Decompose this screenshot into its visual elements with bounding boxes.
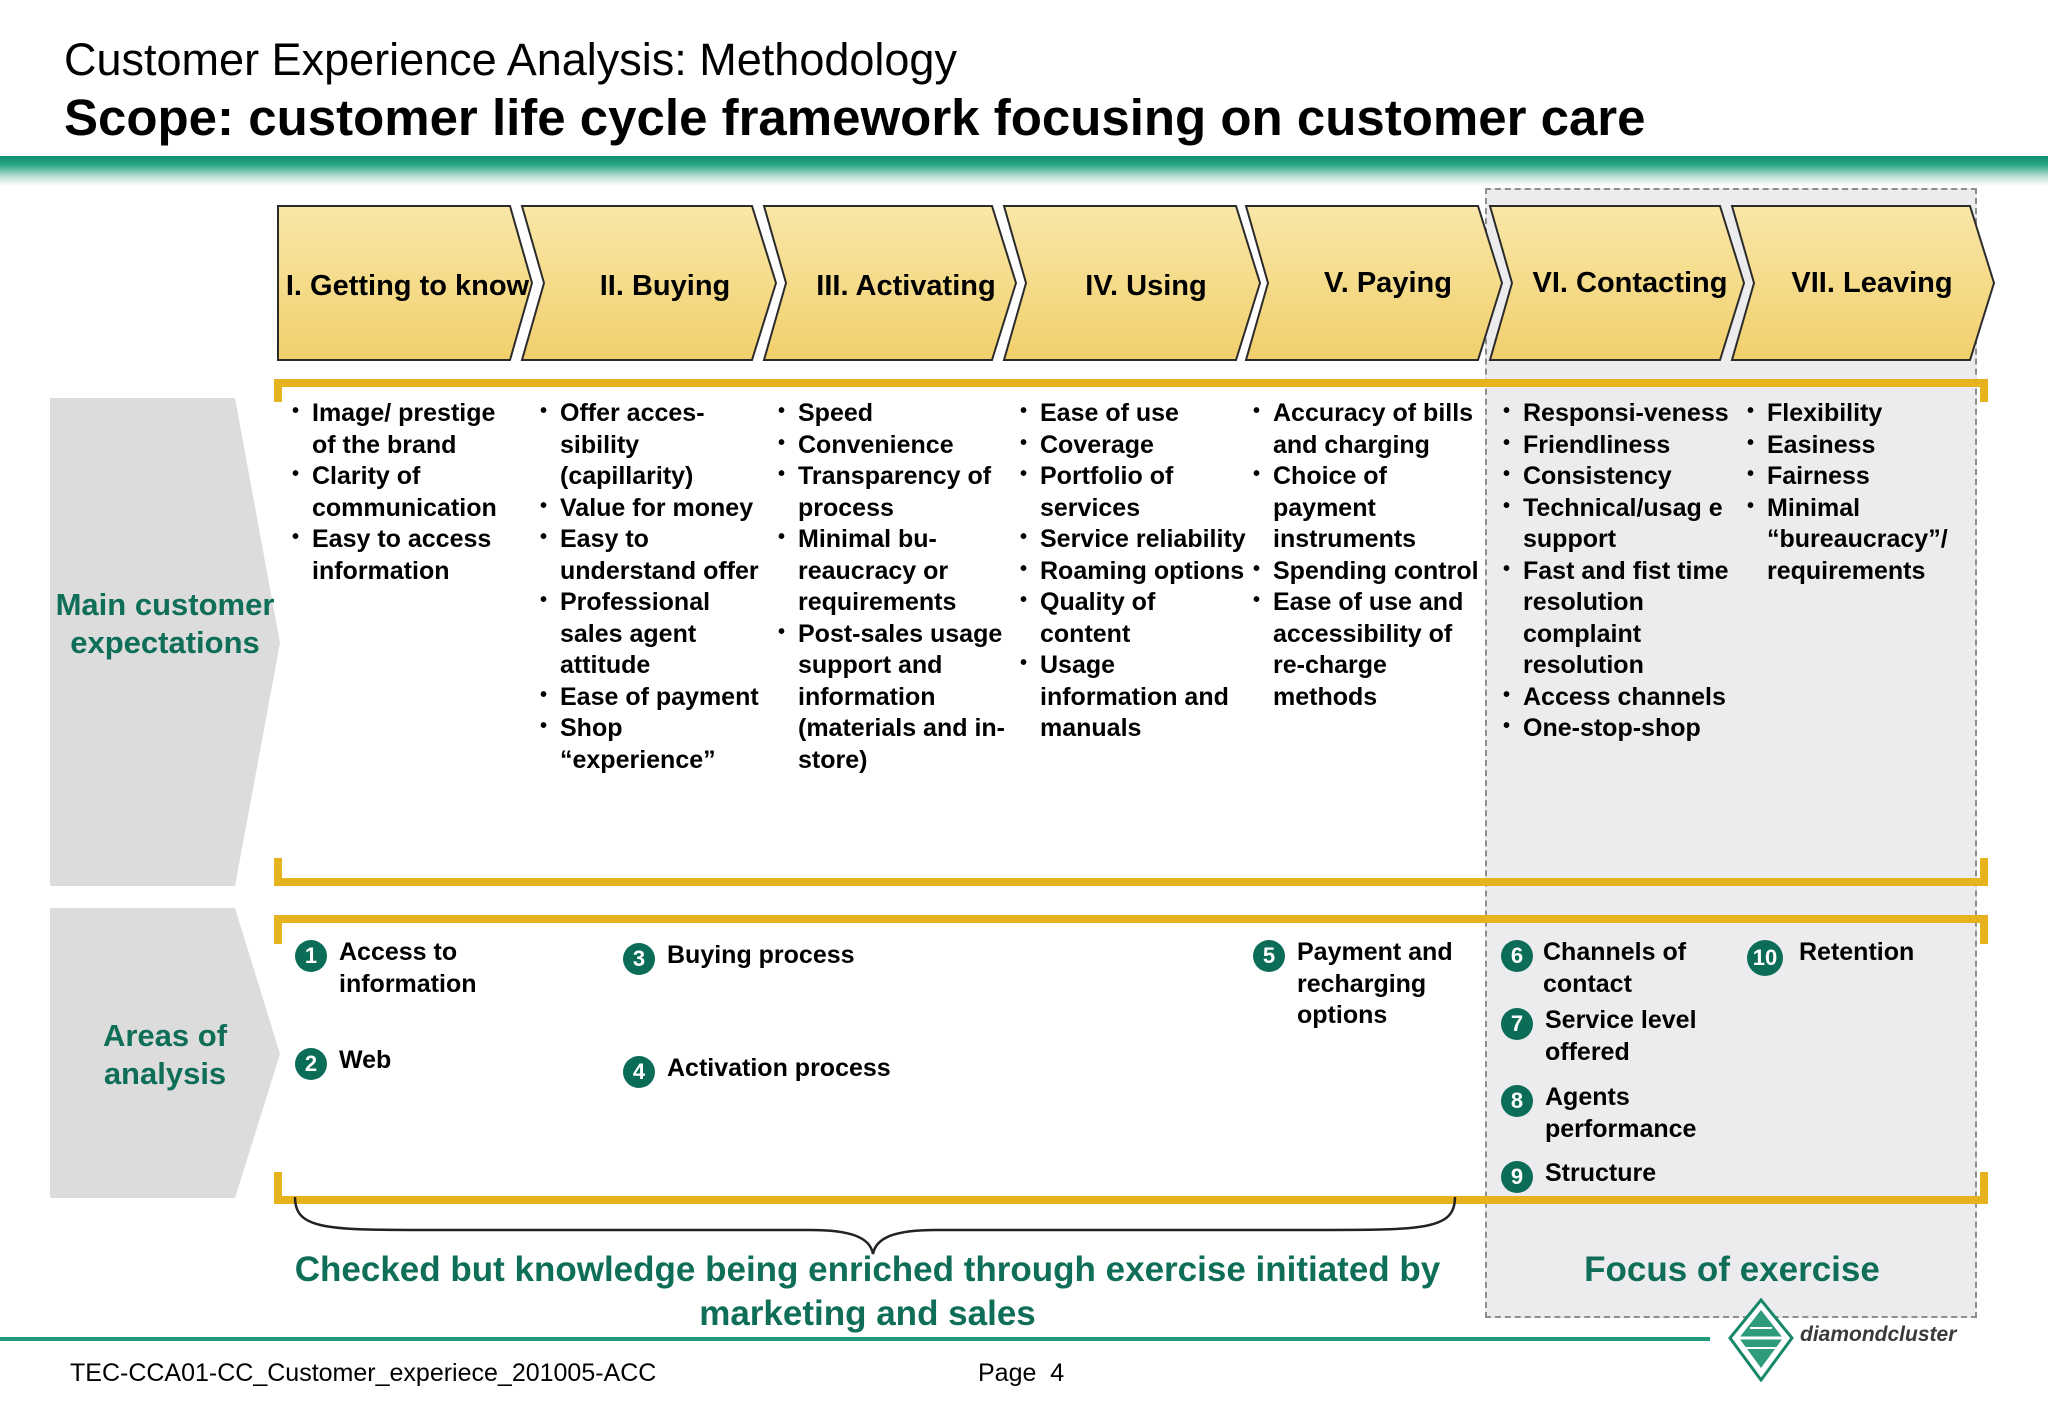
number-badge: 5	[1253, 940, 1285, 972]
expectation-item: Roaming options	[1020, 554, 1250, 588]
expectation-item: Minimal bu-reaucracy or requirements	[778, 522, 1008, 619]
area-label: Channels of contact	[1543, 938, 1687, 998]
number-badge: 4	[623, 1056, 655, 1088]
page-title: Customer Experience Analysis: Methodolog…	[64, 34, 957, 85]
expectation-item: One-stop-shop	[1503, 711, 1735, 745]
phase-chevron-7	[1730, 205, 1996, 361]
checked-note: Checked but knowledge being enriched thr…	[294, 1250, 1441, 1333]
phase-chevron-2	[520, 205, 778, 361]
area-label: Structure	[1545, 1159, 1657, 1187]
phase-label-3: III. Activating	[816, 270, 996, 302]
phase-chevron-4	[1002, 205, 1262, 361]
expectation-item: Speed	[778, 396, 1008, 430]
area-label: Agents performance	[1545, 1083, 1697, 1143]
expectation-item: Usage information and manuals	[1020, 648, 1250, 745]
expectation-item: Ease of use	[1020, 396, 1250, 430]
number-badge: 6	[1501, 940, 1533, 972]
expectation-item: Easy to understand offer	[540, 522, 760, 587]
page-subtitle: Scope: customer life cycle framework foc…	[64, 89, 1646, 146]
expectation-item: Consistency	[1503, 459, 1735, 493]
curly-brace	[293, 1196, 1457, 1255]
header-divider	[0, 156, 2048, 186]
number-badge: 9	[1501, 1161, 1533, 1193]
expectation-item: Minimal “bureaucracy”/ requirements	[1747, 491, 1977, 588]
expectations-top-bracket	[274, 379, 1988, 402]
area-label: Service level offered	[1545, 1006, 1697, 1066]
area-label: Retention	[1799, 938, 1915, 966]
expectation-item: Flexibility	[1747, 396, 1977, 430]
phase-chevron-3	[762, 205, 1018, 361]
expectation-item: Quality of content	[1020, 585, 1250, 650]
diamond-logo-icon	[1728, 1298, 1794, 1382]
area-label: Payment and recharging options	[1297, 938, 1453, 1029]
expectation-item: Easiness	[1747, 428, 1977, 462]
area-label: Access to information	[339, 938, 477, 998]
expectations-column-6: Responsi-veness Friendliness Consistency…	[1503, 396, 1735, 745]
expectation-item: Responsi-veness	[1503, 396, 1735, 430]
expectation-item: Portfolio of services	[1020, 459, 1250, 524]
expectation-item: Easy to access information	[292, 522, 524, 587]
expectation-item: Fast and fist time resolution complaint …	[1503, 554, 1735, 682]
expectations-row-label: Main customer expectations	[55, 587, 275, 660]
number-badge: 2	[295, 1048, 327, 1080]
expectations-column-2: Offer acces-sibility (capillarity) Value…	[540, 396, 760, 776]
focus-note: Focus of exercise	[1584, 1250, 1880, 1289]
number-badge: 1	[295, 940, 327, 972]
expectation-item: Ease of payment	[540, 680, 760, 714]
expectation-item: Technical/usag e support	[1503, 491, 1735, 556]
expectations-column-3: Speed Convenience Transparency of proces…	[778, 396, 1008, 777]
phase-label-4: IV. Using	[1085, 270, 1207, 302]
expectations-bottom-bracket	[274, 858, 1988, 886]
company-logo-text: diamondcluster	[1800, 1323, 1957, 1346]
number-badge: 8	[1501, 1085, 1533, 1117]
expectation-item: Offer acces-sibility (capillarity)	[540, 396, 760, 493]
phase-label-7: VII. Leaving	[1791, 267, 1953, 299]
expectations-column-1: Image/ prestige of the brand Clarity of …	[292, 396, 524, 587]
expectation-item: Ease of use and accessibility of re-char…	[1253, 585, 1491, 713]
expectation-item: Coverage	[1020, 428, 1250, 462]
expectation-item: Transparency of process	[778, 459, 1008, 524]
expectation-item: Professional sales agent attitude	[540, 585, 760, 682]
footer-divider	[0, 1337, 1710, 1341]
expectation-item: Access channels	[1503, 680, 1735, 714]
areas-side-arrow	[50, 908, 280, 1198]
area-label: Activation process	[667, 1054, 891, 1082]
phase-chevron-5	[1244, 205, 1504, 361]
expectation-item: Image/ prestige of the brand	[292, 396, 524, 461]
phase-label-6: VI. Contacting	[1532, 267, 1728, 299]
expectation-item: Shop “experience”	[540, 711, 760, 776]
expectation-item: Post-sales usage support and information…	[778, 617, 1008, 777]
areas-top-bracket	[274, 915, 1988, 944]
expectations-side-arrow	[50, 398, 280, 886]
expectation-item: Fairness	[1747, 459, 1977, 493]
phase-chevron-6	[1488, 205, 1746, 361]
expectations-column-5: Accuracy of bills and charging Choice of…	[1253, 396, 1491, 713]
section-brackets	[274, 379, 1988, 1204]
document-id: TEC-CCA01-CC_Customer_experiece_201005-A…	[70, 1359, 657, 1387]
expectation-item: Choice of payment instruments	[1253, 459, 1491, 556]
expectation-item: Accuracy of bills and charging	[1253, 396, 1491, 461]
expectation-item: Spending control	[1253, 554, 1491, 588]
page-number: Page 4	[978, 1359, 1065, 1387]
number-badge: 7	[1501, 1008, 1533, 1040]
phase-label-5: V. Paying	[1324, 267, 1452, 299]
areas-row-label: Areas of analysis	[102, 1018, 228, 1091]
phase-chevrons	[277, 205, 1996, 361]
number-badge: 10	[1747, 940, 1783, 976]
expectation-item: Convenience	[778, 428, 1008, 462]
focus-region	[1485, 188, 1977, 1318]
phase-label-1: I. Getting to know	[285, 270, 530, 302]
expectation-item: Value for money	[540, 491, 760, 525]
phase-chevron-1	[277, 205, 534, 361]
area-label: Buying process	[667, 941, 855, 969]
number-badge: 3	[623, 943, 655, 975]
area-label: Web	[339, 1046, 392, 1074]
expectations-column-7: Flexibility Easiness Fairness Minimal “b…	[1747, 396, 1977, 588]
expectation-item: Clarity of communication	[292, 459, 524, 524]
expectation-item: Friendliness	[1503, 428, 1735, 462]
phase-label-2: II. Buying	[599, 270, 731, 302]
areas-bottom-bracket	[274, 1172, 1988, 1204]
expectations-column-4: Ease of use Coverage Portfolio of servic…	[1020, 396, 1250, 745]
expectation-item: Service reliability	[1020, 522, 1250, 556]
